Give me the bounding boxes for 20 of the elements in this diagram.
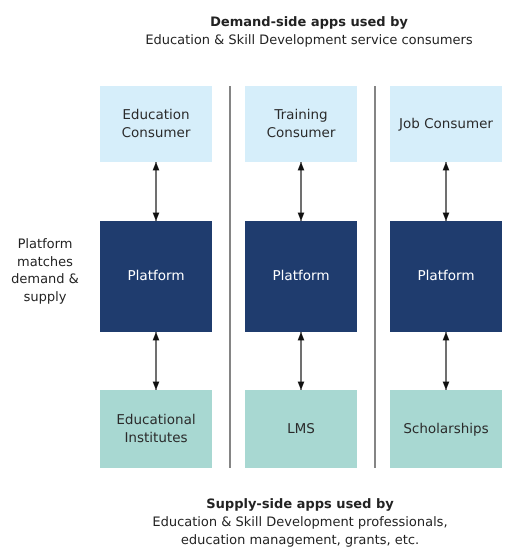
double-arrow xyxy=(442,332,450,390)
consumer-box: Job Consumer xyxy=(390,86,502,162)
platform-box: Platform xyxy=(245,221,357,332)
note-text: Platform matches demand & supply xyxy=(10,236,80,306)
section-heading: Demand-side apps used by xyxy=(209,14,409,32)
double-arrow xyxy=(152,332,160,390)
supplier-box: Educational Institutes xyxy=(100,390,212,468)
note-text: Education & Skill Development service consumers xyxy=(144,32,474,50)
double-arrow xyxy=(152,162,160,221)
section-heading: Supply-side apps used by xyxy=(205,496,395,514)
consumer-box: Education Consumer xyxy=(100,86,212,162)
double-arrow xyxy=(298,332,304,390)
platform-box: Platform xyxy=(100,221,212,332)
platform-box: Platform xyxy=(390,221,502,332)
double-arrow xyxy=(442,162,450,221)
consumer-box: Training Consumer xyxy=(245,86,357,162)
note-text: Education & Skill Development professionals, education management, grants, etc. xyxy=(151,514,449,550)
double-arrow xyxy=(298,162,304,221)
supplier-box: LMS xyxy=(245,390,357,468)
supplier-box: Scholarships xyxy=(390,390,502,468)
